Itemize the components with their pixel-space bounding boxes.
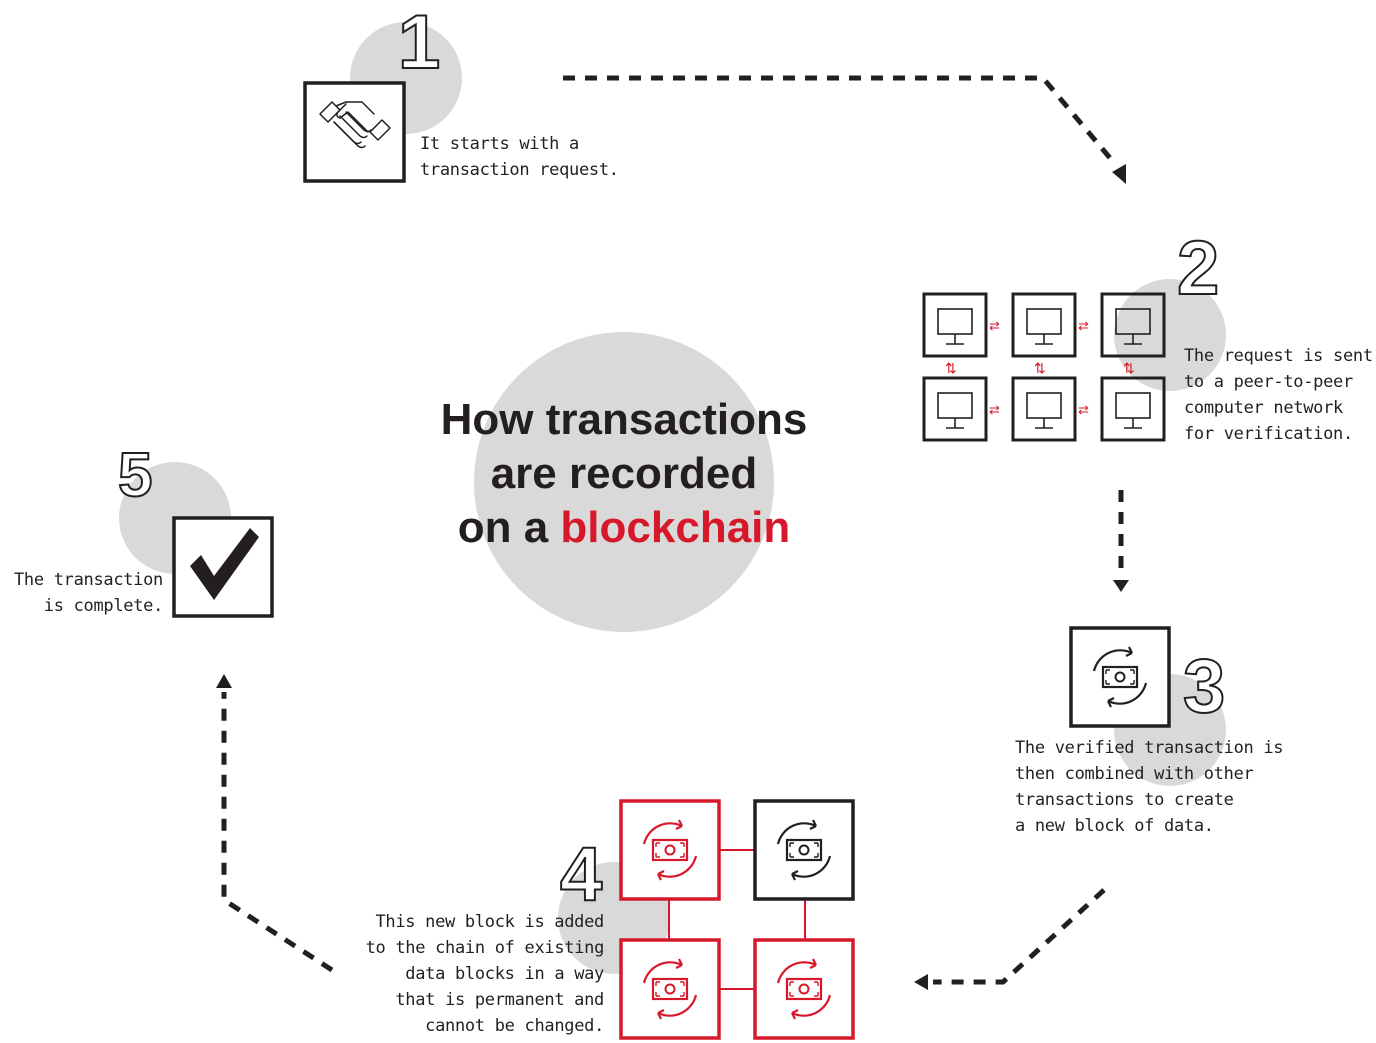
bg-circle-2	[1114, 279, 1226, 391]
step-2-caption-line: for verification.	[1184, 424, 1353, 444]
step-4-caption-line: data blocks in a way	[405, 964, 604, 984]
step-3-caption-line: then combined with other	[1015, 764, 1254, 784]
arrow-1-to-2	[563, 75, 1126, 184]
step-4-caption-line: that is permanent and	[395, 990, 604, 1010]
step-3-caption-line: transactions to create	[1015, 790, 1234, 810]
handshake-icon	[303, 81, 406, 183]
bg-circle-title	[474, 332, 774, 632]
step-4-caption: This new block is added to the chain of …	[365, 909, 605, 1039]
arrow-2-to-3	[1113, 490, 1129, 592]
arrow-3-to-4	[914, 888, 1106, 990]
step-4-caption-line: to the chain of existing	[365, 938, 605, 958]
page-title: How transactions are recorded on a block…	[374, 393, 874, 555]
step-2-caption: The request is sent to a peer-to-peer co…	[1184, 343, 1373, 447]
step-5-caption: The transaction is complete.	[14, 567, 163, 619]
step-4-caption-line: cannot be changed.	[425, 1016, 604, 1036]
money-cycle-icon	[1069, 626, 1171, 728]
title-line-2: are recorded	[490, 449, 758, 498]
step-2-number: 2	[1177, 226, 1219, 311]
step-2-caption-line: computer network	[1184, 398, 1343, 418]
step-4-number: 4	[560, 832, 602, 917]
step-5-caption-line: is complete.	[43, 596, 164, 616]
step-2-caption-line: The request is sent	[1184, 346, 1373, 366]
step-1-caption-line: It starts with a	[420, 134, 579, 154]
step-3-caption-line: The verified transaction is	[1015, 738, 1284, 758]
step-4-caption-line: This new block is added	[375, 912, 604, 932]
step-1-caption-line: transaction request.	[420, 160, 619, 180]
block-chain-icon	[619, 799, 855, 1040]
step-3-number: 3	[1183, 644, 1225, 729]
step-2-caption-line: to a peer-to-peer	[1184, 372, 1353, 392]
step-3-caption-line: a new block of data.	[1015, 816, 1214, 836]
title-accent-word: blockchain	[560, 503, 791, 552]
title-line-3: on a blockchain	[374, 501, 874, 555]
title-line-3-prefix: on a	[457, 503, 561, 552]
step-3-caption: The verified transaction is then combine…	[1015, 735, 1284, 839]
checkmark-icon	[172, 516, 274, 618]
step-5-number: 5	[118, 441, 152, 510]
step-1-number: 1	[398, 0, 440, 85]
step-5-caption-line: The transaction	[13, 570, 163, 590]
step-1-caption: It starts with a transaction request.	[420, 131, 619, 183]
arrow-4-to-5	[216, 674, 334, 973]
title-line-1: How transactions	[440, 395, 808, 444]
